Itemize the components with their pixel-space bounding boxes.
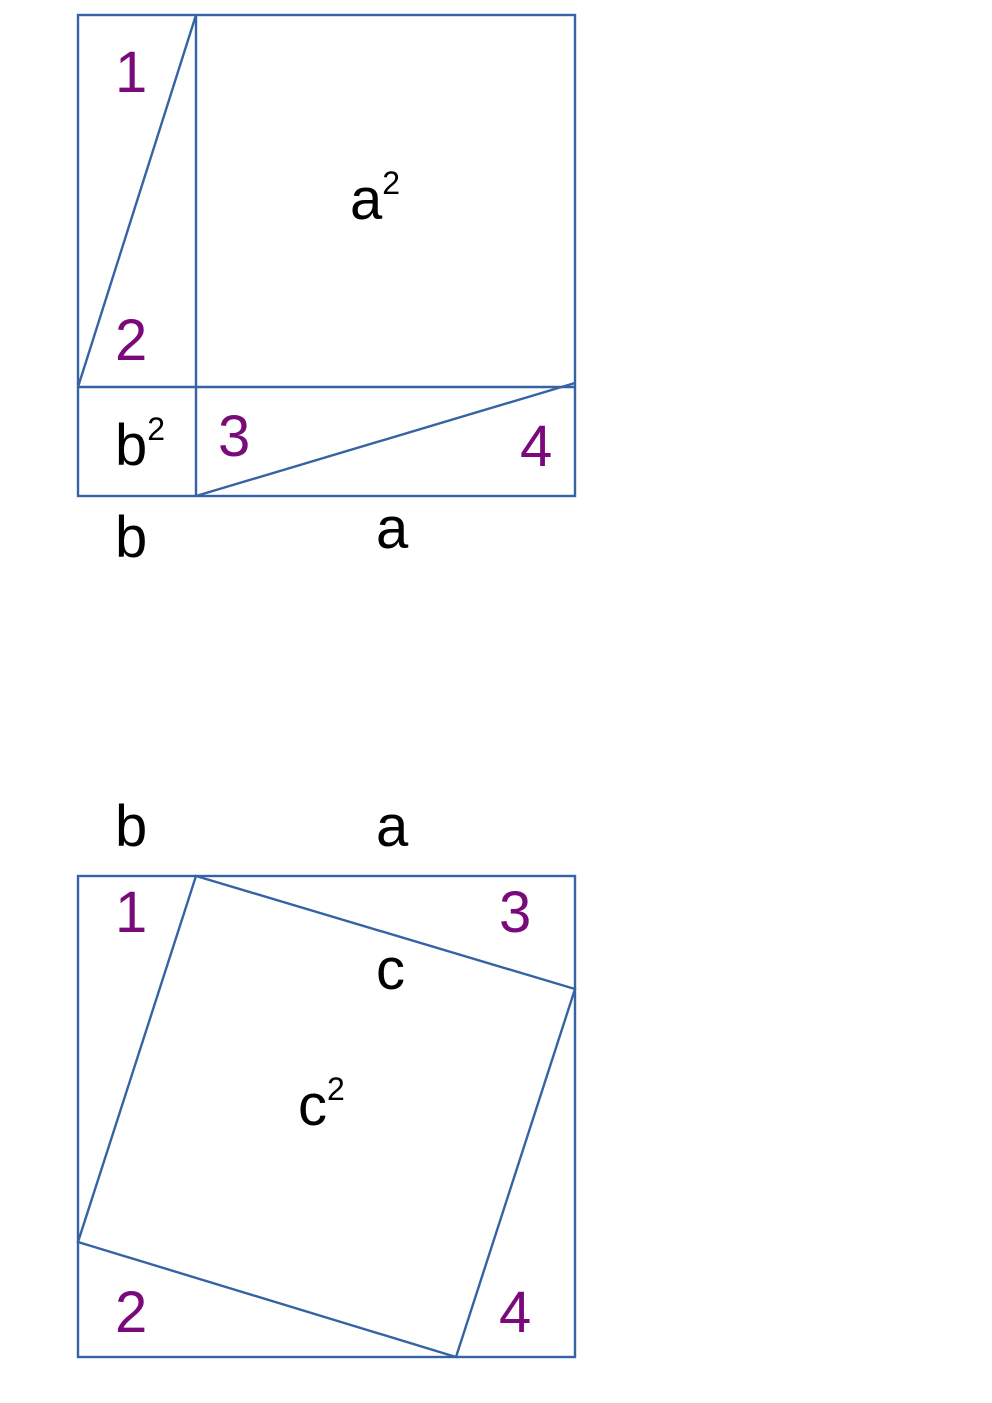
bottom-triangle-number-4: 4 — [499, 1280, 531, 1345]
top-left-triangle-diagonal — [76, 14, 198, 388]
bottom-side-label-a: a — [376, 794, 409, 859]
bottom-triangle-number-2: 2 — [115, 1280, 147, 1345]
hypotenuse-label-c: c — [376, 937, 405, 1002]
area-a-base: a — [350, 167, 383, 232]
top-bottom-triangle-diagonal — [195, 381, 576, 498]
bottom-triangle-number-1: 1 — [115, 880, 147, 945]
area-c-base: c — [298, 1073, 327, 1138]
area-c-squared-label: c2 — [298, 1071, 345, 1138]
top-side-label-a: a — [376, 496, 409, 561]
top-figure: 1 2 3 4 a2 b2 b a — [76, 13, 577, 570]
area-b-exponent: 2 — [147, 411, 165, 447]
top-side-label-b: b — [115, 505, 147, 570]
area-a-squared-label: a2 — [350, 165, 400, 232]
area-b-squared-label: b2 — [115, 411, 165, 478]
top-triangle-number-1: 1 — [115, 40, 147, 105]
bottom-figure: b a 1 3 2 4 c c2 — [76, 794, 577, 1359]
top-triangle-number-2: 2 — [115, 308, 147, 373]
area-b-base: b — [115, 413, 147, 478]
inner-tilted-square — [76, 874, 577, 1359]
area-a-exponent: 2 — [382, 165, 400, 201]
area-c-exponent: 2 — [327, 1071, 345, 1107]
top-triangle-number-4: 4 — [520, 414, 552, 479]
bottom-triangle-number-3: 3 — [499, 880, 531, 945]
top-outer-square — [76, 13, 577, 498]
bottom-outer-square — [76, 874, 577, 1359]
bottom-side-label-b: b — [115, 794, 147, 859]
top-triangle-number-3: 3 — [218, 404, 250, 469]
